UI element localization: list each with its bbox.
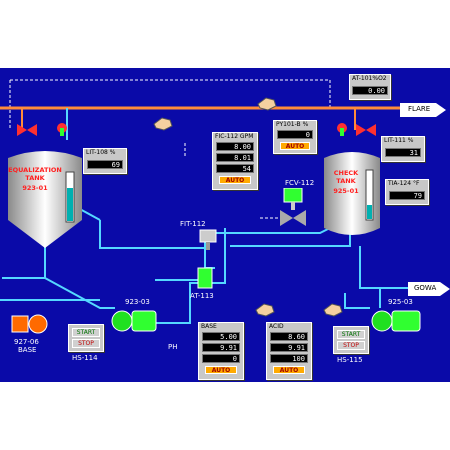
fic-112-process-value: 8.01 [216, 153, 254, 162]
check-tank-id: 925-01 [333, 187, 359, 195]
flare-outlet: FLARE [400, 102, 446, 117]
analyzer-value: 0.00 [352, 86, 388, 95]
base-value-3: 0 [202, 354, 240, 363]
hs-115-start-button[interactable]: START [337, 330, 365, 339]
base-pump-927-06[interactable] [10, 312, 50, 336]
base-value-2: 9.91 [202, 343, 240, 352]
lit-108-panel[interactable]: LIT-108 % 69 [83, 148, 127, 174]
acid-value-3: 100 [270, 354, 308, 363]
base-value-1: 5.00 [202, 332, 240, 341]
acid-title: ACID [269, 323, 284, 330]
fit-112-label: FIT-112 [180, 220, 206, 228]
pump-925-03-label: 925-03 [388, 298, 413, 306]
fic-112-panel[interactable]: FIC-112 GPM 8.00 8.01 54 AUTO [212, 132, 258, 190]
lit-111-value: 31 [385, 148, 421, 157]
lit-111-panel[interactable]: LIT-111 % 31 [381, 136, 425, 162]
fit-112-transmitter [199, 229, 217, 250]
fic-112-auto-button[interactable]: AUTO [219, 176, 251, 184]
tia-124-panel[interactable]: TIA-124 °F 79 [385, 179, 429, 205]
hs-114-start-button[interactable]: START [72, 328, 100, 337]
tia-124-value: 79 [389, 191, 425, 200]
lit-108-tag: LIT-108 [86, 149, 108, 156]
hs-115-panel: START STOP [333, 326, 369, 354]
fic-112-output: 54 [216, 164, 254, 173]
acid-value-2: 9.91 [270, 343, 308, 352]
lit-108-unit: % [109, 149, 116, 156]
analyzer-panel[interactable]: AT-101%O2 0.00 [349, 74, 391, 100]
py101b-panel[interactable]: PY101-B % 0 AUTO [273, 120, 317, 154]
pump-923-03-label: 923-03 [125, 298, 150, 306]
acid-controller-panel[interactable]: ACID 8.60 9.91 100 AUTO [266, 322, 312, 380]
base-pump-id: 927-06 [14, 338, 39, 346]
hs-114-label: HS-114 [72, 354, 98, 362]
gowa-outlet: GOWA [408, 281, 450, 296]
pump-925-03[interactable] [370, 306, 422, 336]
fcv-112-valve[interactable] [278, 188, 308, 228]
pump-923-03[interactable] [110, 306, 158, 336]
py101b-auto-button[interactable]: AUTO [280, 142, 310, 150]
ph-label: PH [168, 343, 178, 351]
hand-pointer-icon [153, 117, 173, 131]
lit-111-unit: % [407, 137, 414, 144]
hs-114-panel: START STOP [68, 324, 104, 352]
hs-115-label: HS-115 [337, 356, 363, 364]
equalization-vent-valves[interactable] [15, 120, 75, 140]
tia-124-tag: TIA-124 [388, 180, 412, 187]
gowa-label: GOWA [414, 284, 437, 292]
equalization-tank-id: 923-01 [22, 184, 48, 192]
hand-pointer-icon [323, 303, 343, 317]
check-tank-name: CHECK TANK [333, 169, 359, 185]
fic-112-setpoint: 8.00 [216, 142, 254, 151]
acid-value-1: 8.60 [270, 332, 308, 341]
equalization-tank-name: EQUALIZATION TANK [8, 166, 62, 182]
hs-115-stop-button[interactable]: STOP [337, 341, 365, 350]
fic-112-tag: FIC-112 GPM [215, 133, 254, 140]
hs-114-stop-button[interactable]: STOP [72, 339, 100, 348]
py101b-value: 0 [277, 130, 313, 139]
at-113-analyzer [197, 267, 213, 289]
lit-108-value: 69 [87, 160, 123, 169]
base-title: BASE [201, 323, 217, 330]
flare-label: FLARE [408, 105, 431, 113]
process-graphic: AT-101%O2 0.00 FLARE GOWA EQUALIZATION T… [0, 68, 450, 382]
tia-124-unit: °F [412, 180, 420, 187]
base-pump-name: BASE [18, 346, 37, 354]
analyzer-tag: AT-101%O2 [352, 75, 387, 82]
check-vent-valves[interactable] [330, 120, 390, 140]
base-controller-panel[interactable]: BASE 5.00 9.91 0 AUTO [198, 322, 244, 380]
fcv-112-label: FCV-112 [285, 179, 315, 187]
check-tank[interactable] [322, 150, 382, 242]
at-113-label: AT-113 [190, 292, 214, 300]
acid-auto-button[interactable]: AUTO [273, 366, 305, 374]
hand-pointer-icon [257, 97, 277, 111]
lit-111-tag: LIT-111 [384, 137, 406, 144]
equalization-tank[interactable] [6, 150, 84, 250]
py101b-tag: PY101-B % [276, 121, 309, 128]
hand-pointer-icon [255, 303, 275, 317]
base-auto-button[interactable]: AUTO [205, 366, 237, 374]
